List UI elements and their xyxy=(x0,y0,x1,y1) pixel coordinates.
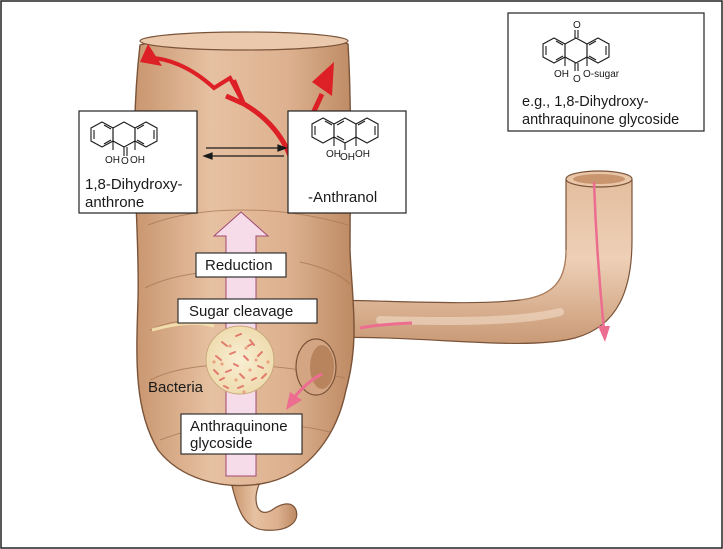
anthrone-oh-left: OH xyxy=(105,155,120,166)
glycoside-o-top: O xyxy=(573,20,581,31)
anthrone-name-line2: anthrone xyxy=(85,194,144,211)
anthrone-oh-right: OH xyxy=(130,155,145,166)
anthrone-o-label: O xyxy=(121,156,129,167)
reduction-label: Reduction xyxy=(205,257,273,274)
anthranol-oh-right: OH xyxy=(355,149,370,160)
glycoside-o-bottom: O xyxy=(573,74,581,85)
anthrone-name-line1: 1,8-Dihydroxy- xyxy=(85,176,183,193)
sugar-cleavage-label: Sugar cleavage xyxy=(189,303,293,320)
box-anthranol: OH OH OH -Anthranol xyxy=(288,111,406,213)
anthranol-oh-mid: OH xyxy=(340,152,355,163)
anthraquinone-label-line1: Anthraquinone xyxy=(190,418,288,435)
bacteria-label: Bacteria xyxy=(148,379,204,396)
glycoside-name-line2: anthraquinone glycoside xyxy=(522,112,679,128)
glycoside-o-sugar: O-sugar xyxy=(583,69,620,80)
box-glycoside-example: O O OH O-sugar e.g., 1,8-Dihydroxy- anth… xyxy=(508,13,704,131)
sugar-cleavage-label-box: Sugar cleavage xyxy=(178,299,317,323)
colon-opening xyxy=(140,32,348,50)
anthranol-oh-left: OH xyxy=(326,149,341,160)
bacteria-cluster xyxy=(206,326,274,394)
anthranol-name: -Anthranol xyxy=(308,189,377,206)
glycoside-oh-left: OH xyxy=(554,69,569,80)
anthraquinone-label-line2: glycoside xyxy=(190,435,253,452)
box-dihydroxyanthrone: O OH OH 1,8-Dihydroxy- anthrone xyxy=(79,111,197,213)
reduction-label-box: Reduction xyxy=(196,253,286,277)
glycoside-name-line1: e.g., 1,8-Dihydroxy- xyxy=(522,94,649,110)
anthraquinone-glycoside-label-box: Anthraquinone glycoside xyxy=(181,414,302,454)
